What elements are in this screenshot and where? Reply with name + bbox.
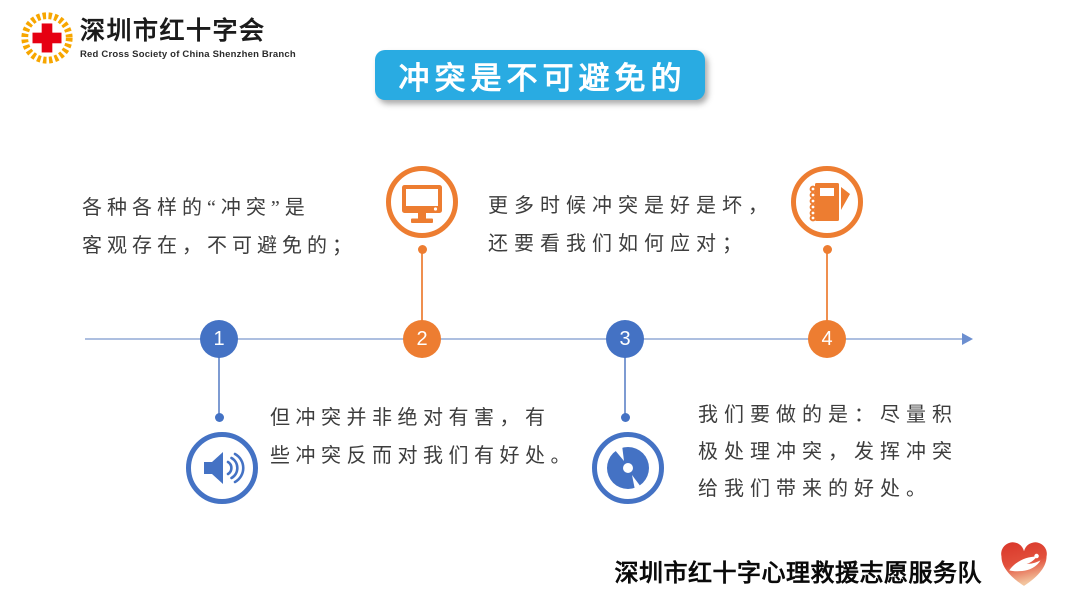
brand-name-en: Red Cross Society of China Shenzhen Bran… — [80, 48, 296, 60]
text-line: 但冲突并非绝对有害，有 — [270, 407, 551, 429]
connector-line-2 — [421, 252, 423, 321]
connector-dot-1 — [214, 413, 224, 422]
brand-text: 深圳市红十字会 Red Cross Society of China Shenz… — [80, 8, 296, 60]
connector-dot-3 — [620, 413, 630, 422]
timeline-axis — [85, 338, 962, 340]
brand-name-cn: 深圳市红十字会 — [80, 17, 266, 45]
dove-heart-logo-icon — [1001, 542, 1047, 586]
step-number-2: 2 — [416, 327, 428, 350]
brand-logo: 深圳市红十字会 Red Cross Society of China Shenz… — [18, 8, 296, 66]
slide-title: 冲突是不可避免的 — [398, 60, 687, 96]
text-block-4: 我们要做的是：尽量积 极处理冲突，发挥冲突 给我们带来的好处。 — [698, 397, 958, 508]
text-block-1: 各种各样的“冲突”是 客观存在，不可避免的； — [82, 189, 357, 265]
timeline-arrow-icon — [962, 333, 973, 345]
text-line: 给我们带来的好处。 — [698, 478, 932, 500]
step-number-3: 3 — [619, 327, 631, 350]
text-line: 些冲突反而对我们有好处。 — [270, 445, 576, 467]
text-block-3: 但冲突并非绝对有害，有 些冲突反而对我们有好处。 — [270, 399, 576, 475]
connector-dot-2 — [417, 245, 427, 254]
slide-title-banner: 冲突是不可避免的 — [375, 50, 705, 100]
connector-line-3 — [624, 357, 626, 415]
speaker-icon — [186, 432, 258, 504]
text-line: 我们要做的是：尽量积 — [698, 404, 958, 426]
step-circle-1: 1 — [200, 320, 238, 358]
red-cross-emblem-icon — [21, 12, 73, 64]
monitor-icon — [386, 166, 458, 238]
notebook-icon — [791, 166, 863, 238]
step-circle-2: 2 — [403, 320, 441, 358]
text-block-2: 更多时候冲突是好是坏， 还要看我们如何应对； — [488, 187, 774, 263]
text-line: 还要看我们如何应对； — [488, 233, 748, 255]
text-line: 更多时候冲突是好是坏， — [488, 195, 774, 217]
text-line: 客观存在，不可避免的； — [82, 235, 357, 257]
step-number-4: 4 — [821, 327, 833, 350]
text-line: 各种各样的“冲突”是 — [82, 197, 310, 219]
connector-line-4 — [826, 252, 828, 321]
footer-team-name: 深圳市红十字心理救援志愿服务队 — [614, 560, 982, 587]
step-circle-3: 3 — [606, 320, 644, 358]
text-line: 极处理冲突，发挥冲突 — [698, 441, 958, 463]
connector-dot-4 — [822, 245, 832, 254]
disc-icon — [592, 432, 664, 504]
connector-line-1 — [218, 357, 220, 415]
step-number-1: 1 — [213, 327, 225, 350]
step-circle-4: 4 — [808, 320, 846, 358]
